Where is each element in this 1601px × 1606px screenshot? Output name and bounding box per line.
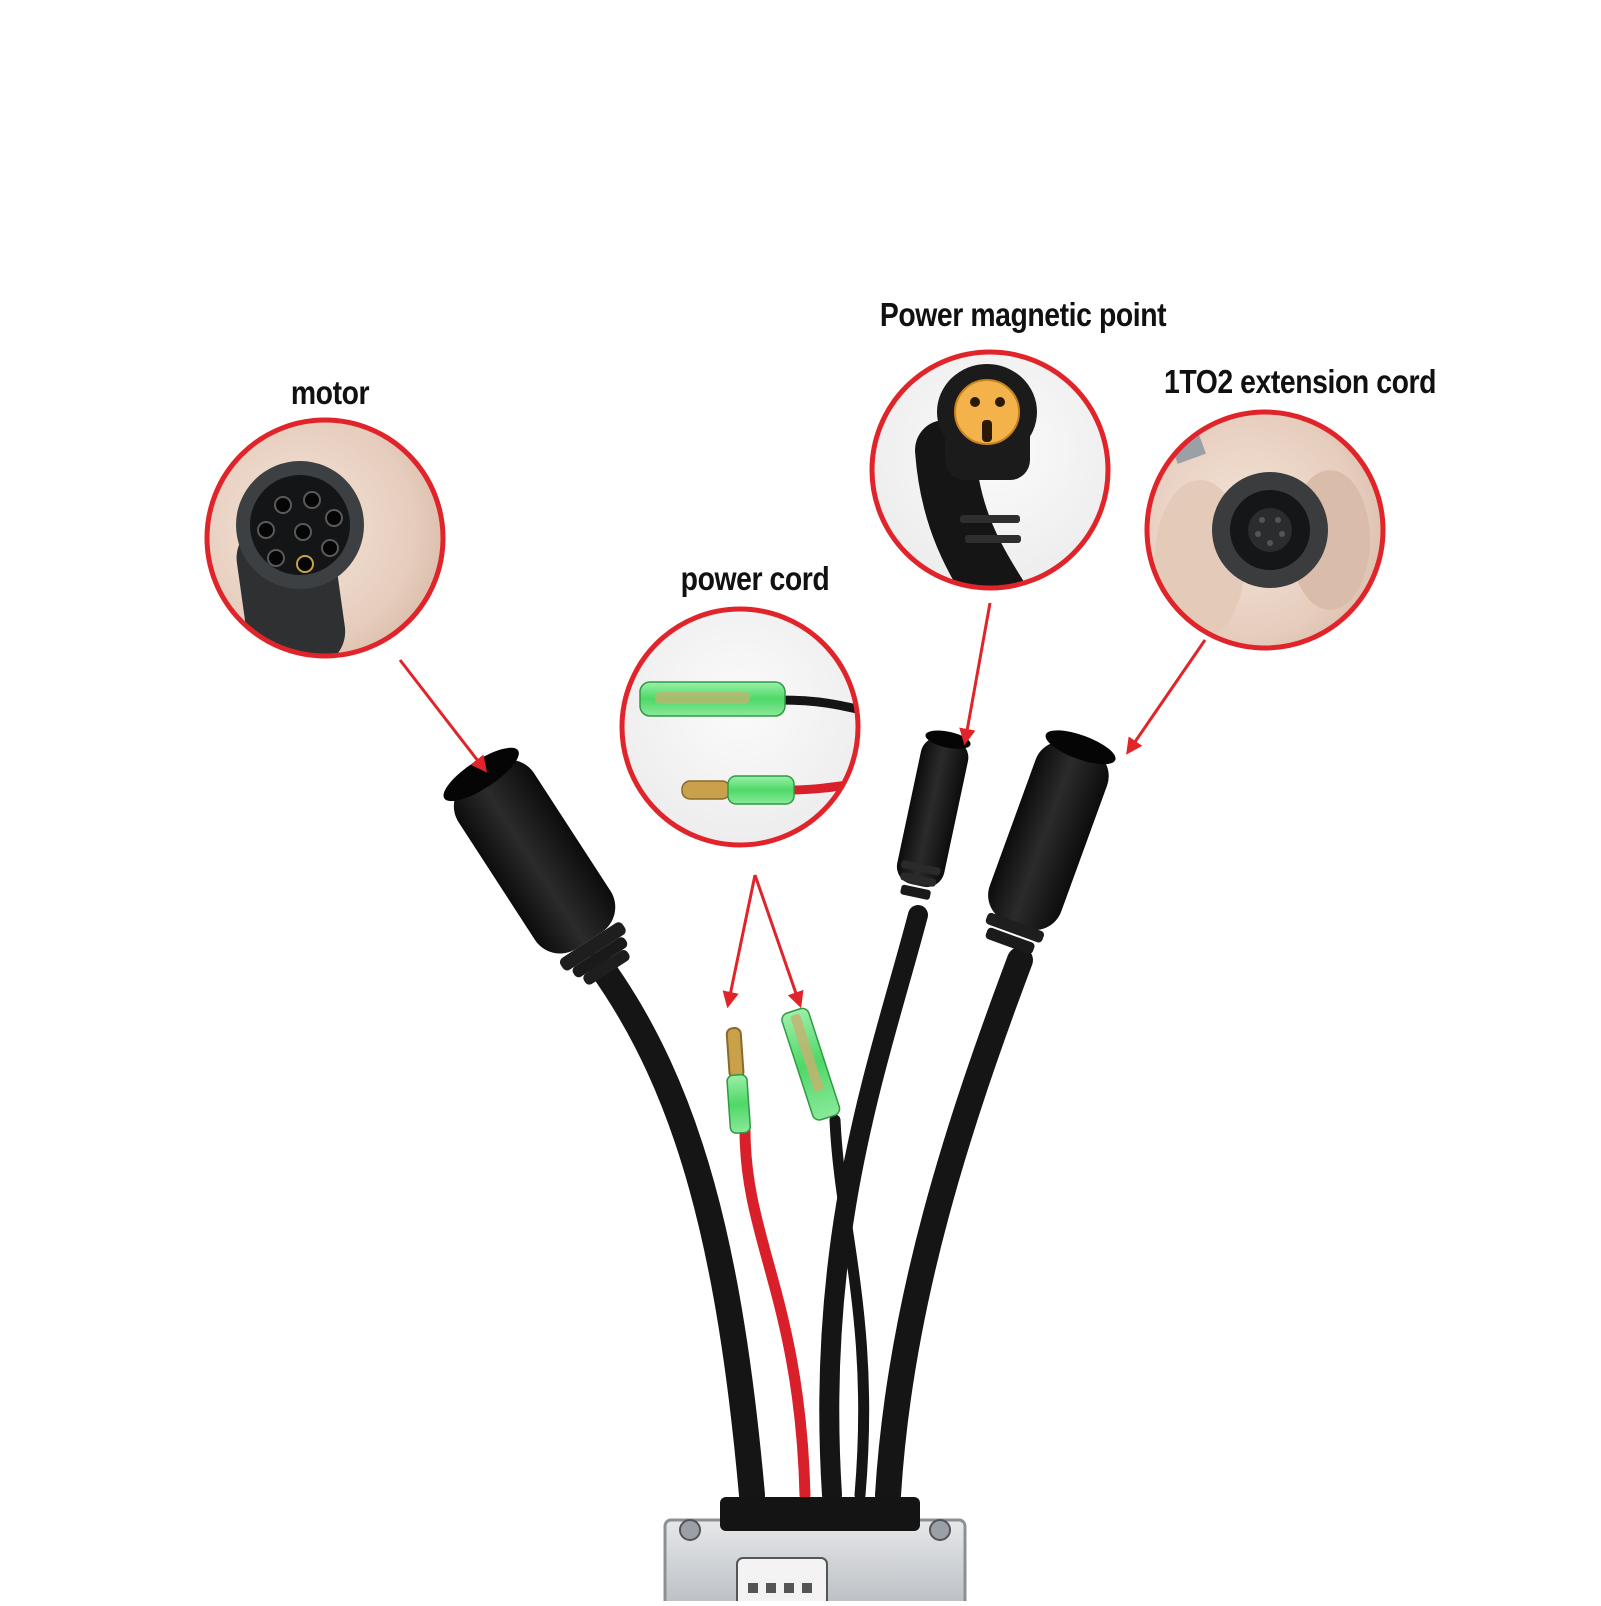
callout-arrows xyxy=(398,602,1207,1009)
power-magnetic-point-label: Power magnetic point xyxy=(879,296,1167,333)
motor-connector-icon xyxy=(236,461,364,656)
extension-plug xyxy=(985,730,1116,954)
motor-arrow xyxy=(398,659,488,773)
cable-bundle xyxy=(587,905,1033,1508)
magnetic-point-callout xyxy=(869,349,1111,591)
power-cord-arrow-right xyxy=(753,874,804,1009)
extension-arrow xyxy=(1126,639,1207,755)
extension-cord-label: 1TO2 extension cord xyxy=(1163,363,1437,400)
black-power-wire xyxy=(829,1114,870,1501)
socket-terminal xyxy=(781,1007,841,1121)
motor-label: motor xyxy=(290,374,370,411)
magnetic-plug xyxy=(896,730,971,900)
motor-cable xyxy=(587,952,765,1508)
power-cord-arrow-left xyxy=(722,874,757,1009)
controller-box xyxy=(663,1497,967,1606)
magnetic-point-arrow xyxy=(959,602,992,746)
power-cord-callout xyxy=(619,606,861,848)
power-cord-label: power cord xyxy=(680,560,830,597)
red-power-wire xyxy=(739,1124,811,1501)
extension-cord-callout xyxy=(1144,409,1386,651)
extension-cable xyxy=(875,947,1033,1508)
magnetic-cable xyxy=(819,905,928,1505)
power-cord-terminals-icon xyxy=(639,681,858,805)
motor-callout xyxy=(204,417,446,659)
extension-cord-connector-icon xyxy=(1155,416,1370,640)
bullet-terminal xyxy=(725,1027,752,1134)
motor-plug xyxy=(443,747,630,985)
